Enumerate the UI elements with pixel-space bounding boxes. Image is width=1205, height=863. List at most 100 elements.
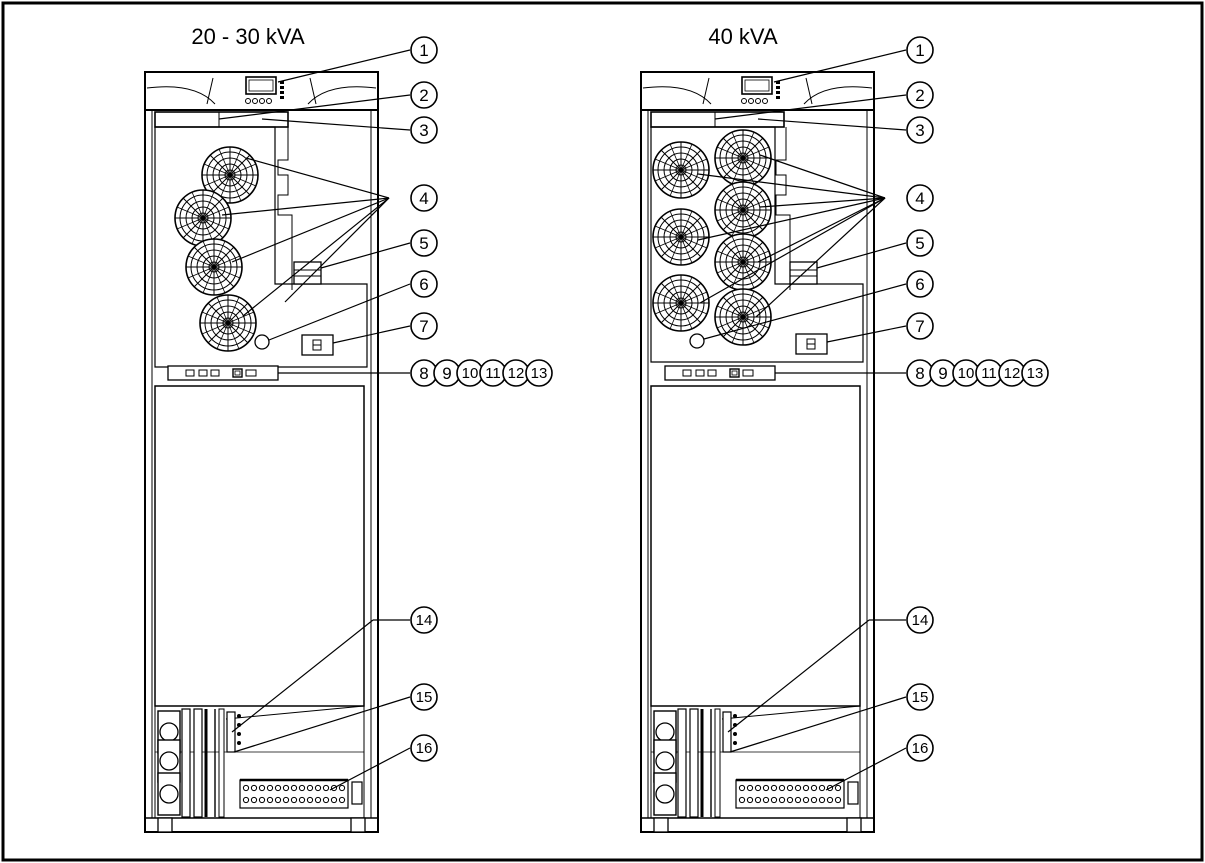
terminal-hole	[818, 784, 826, 792]
terminal-hole	[794, 784, 802, 792]
terminal-hole	[762, 796, 770, 804]
terminal-hole	[250, 796, 258, 804]
callout-4: 4	[410, 184, 438, 212]
callout-10: 10	[952, 359, 980, 387]
terminal-hole	[834, 796, 842, 804]
callout-3: 3	[410, 116, 438, 144]
svg-text:11: 11	[981, 365, 997, 382]
svg-text:4: 4	[915, 189, 924, 208]
terminal-hole	[834, 784, 842, 792]
svg-text:2: 2	[419, 86, 428, 105]
terminal-hole	[314, 796, 322, 804]
callout-1: 1	[410, 36, 438, 64]
terminal-hole	[298, 796, 306, 804]
fuse-holder	[293, 261, 322, 285]
left-callouts: 1 2 3 4 5 6 7 8 9 10 11 12 13 14 15 16	[410, 36, 553, 762]
callout-7: 7	[906, 312, 934, 340]
cooling-fan	[199, 294, 257, 352]
terminal	[722, 711, 732, 753]
terminal-hole	[786, 796, 794, 804]
terminal-hole	[810, 784, 818, 792]
terminal-hole	[754, 784, 762, 792]
terminal-hole	[794, 796, 802, 804]
left-unit-title: 20 - 30 kVA	[191, 24, 305, 49]
indicator	[689, 333, 705, 349]
leader-lines	[218, 49, 907, 791]
svg-text:16: 16	[416, 740, 433, 757]
callout-14: 14	[906, 606, 934, 634]
cooling-fan	[714, 288, 772, 346]
terminal-hole	[802, 796, 810, 804]
svg-text:11: 11	[485, 365, 501, 382]
svg-text:10: 10	[462, 365, 479, 382]
terminal-block	[239, 779, 349, 809]
terminal	[226, 711, 236, 753]
terminal-hole	[762, 784, 770, 792]
terminal-hole	[266, 784, 274, 792]
svg-text:5: 5	[419, 234, 428, 253]
terminal-hole	[770, 784, 778, 792]
svg-text:6: 6	[915, 275, 924, 294]
terminal-hole	[770, 796, 778, 804]
terminal-hole	[242, 796, 250, 804]
terminal-hole	[786, 784, 794, 792]
terminal-hole	[754, 796, 762, 804]
callout-11: 11	[479, 359, 507, 387]
svg-text:13: 13	[531, 365, 548, 382]
terminal-hole	[282, 784, 290, 792]
callout-10: 10	[456, 359, 484, 387]
cooling-fan	[185, 238, 243, 296]
svg-text:14: 14	[912, 612, 929, 629]
terminal-hole	[290, 784, 298, 792]
connector-strip	[167, 365, 279, 381]
callout-15: 15	[410, 683, 438, 711]
callout-5: 5	[410, 229, 438, 257]
terminal-hole	[322, 784, 330, 792]
callout-14: 14	[410, 606, 438, 634]
callout-9: 9	[433, 359, 461, 387]
terminal-hole	[338, 796, 346, 804]
terminal-hole	[746, 784, 754, 792]
callout-6: 6	[906, 270, 934, 298]
terminal-hole	[818, 796, 826, 804]
cooling-fan	[652, 141, 710, 199]
cooling-fan	[652, 208, 710, 266]
terminal-hole	[322, 796, 330, 804]
callout-8: 8	[906, 359, 934, 387]
terminal-hole	[738, 784, 746, 792]
terminal-hole	[258, 784, 266, 792]
terminal-hole	[778, 796, 786, 804]
svg-text:2: 2	[915, 86, 924, 105]
svg-text:15: 15	[912, 689, 929, 706]
circuit-breaker	[157, 772, 181, 816]
terminal-hole	[330, 796, 338, 804]
svg-text:15: 15	[416, 689, 433, 706]
svg-text:6: 6	[419, 275, 428, 294]
svg-text:14: 14	[416, 612, 433, 629]
terminal-block	[735, 779, 845, 809]
callout-9: 9	[929, 359, 957, 387]
svg-text:12: 12	[1004, 365, 1021, 382]
callout-15: 15	[906, 683, 934, 711]
svg-text:10: 10	[958, 365, 975, 382]
terminal-hole	[242, 784, 250, 792]
callout-1: 1	[906, 36, 934, 64]
connector-strip	[664, 365, 776, 381]
terminal-hole	[810, 796, 818, 804]
svg-text:1: 1	[915, 41, 924, 60]
cooling-fan	[714, 233, 772, 291]
svg-text:4: 4	[419, 189, 428, 208]
svg-text:3: 3	[419, 121, 428, 140]
terminal-hole	[802, 784, 810, 792]
svg-text:13: 13	[1027, 365, 1044, 382]
callout-2: 2	[906, 81, 934, 109]
callout-16: 16	[906, 734, 934, 762]
callout-12: 12	[998, 359, 1026, 387]
terminal-hole	[306, 784, 314, 792]
callout-13: 13	[525, 359, 553, 387]
svg-text:8: 8	[915, 364, 924, 383]
terminal-hole	[258, 796, 266, 804]
terminal-hole	[274, 796, 282, 804]
terminal-hole	[738, 796, 746, 804]
